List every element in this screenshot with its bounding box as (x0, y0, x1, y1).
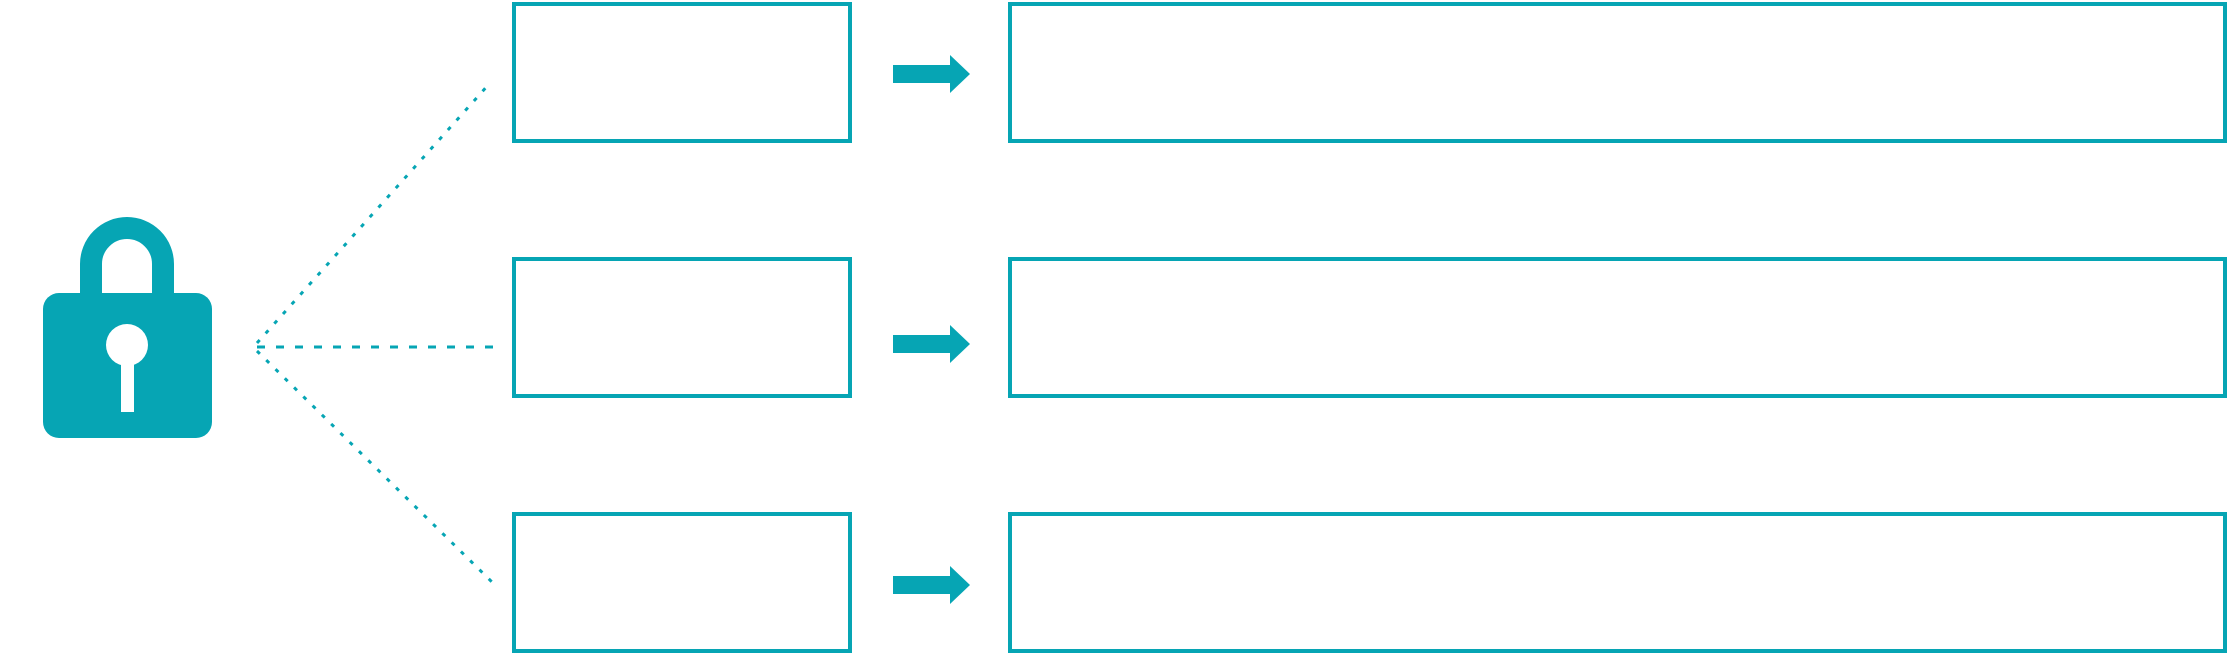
dotted-line-connectors (255, 81, 501, 587)
arrow-right-icon-top (893, 55, 970, 93)
source-box-3 (512, 512, 852, 653)
lock-keyhole-stem (121, 352, 134, 412)
source-box-2 (512, 257, 852, 398)
target-box-2 (1008, 257, 2227, 398)
arrow-right-icon-bottom (893, 566, 970, 604)
target-box-1 (1008, 2, 2227, 143)
dotted-line-top (255, 81, 492, 345)
lock-keyhole-circle (106, 324, 148, 366)
lock-icon (43, 217, 212, 438)
lock-shackle (80, 217, 174, 300)
target-box-3 (1008, 512, 2227, 653)
arrow-right-icon-middle (893, 325, 970, 363)
arrow-right-icons (893, 55, 970, 604)
dotted-line-bottom (255, 349, 497, 587)
source-box-1 (512, 2, 852, 143)
